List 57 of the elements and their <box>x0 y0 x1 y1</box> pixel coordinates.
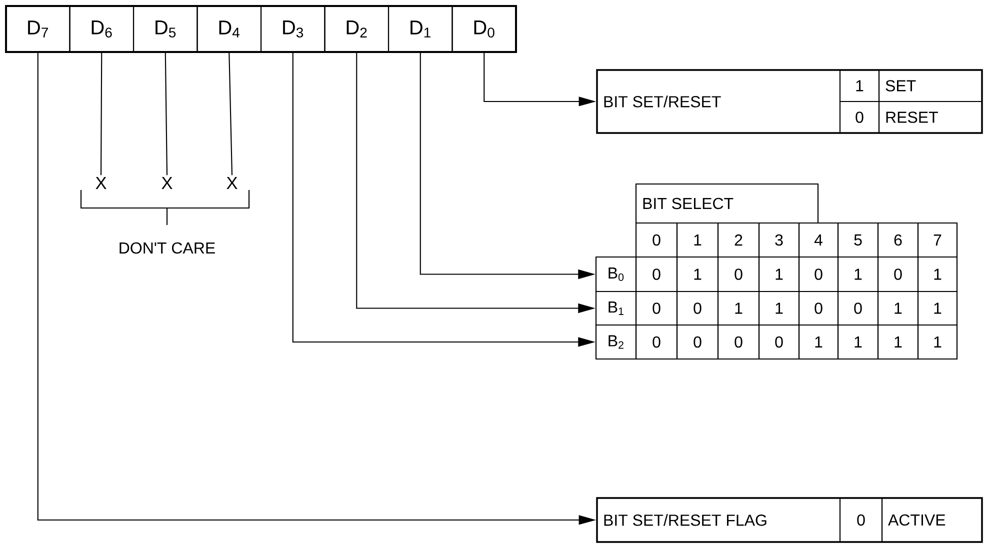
table-cell: 1 <box>717 290 760 326</box>
table-cell: 0 <box>676 290 719 326</box>
bit-cell: D$_{0}$ <box>452 5 517 53</box>
connector-line <box>100 52 102 176</box>
row-header-cell: B$_{0}$ <box>595 256 637 292</box>
bit-cell: D$_{6}$ <box>69 5 134 53</box>
table-cell: 2 <box>717 222 760 258</box>
table-cell: 7 <box>917 222 958 258</box>
dont-care-mark: X <box>162 177 172 189</box>
table-cell: 1 <box>877 290 919 326</box>
table-cell: 0 <box>798 290 839 326</box>
table-cell: ACTIVE <box>881 497 983 543</box>
table-cell: 1 <box>839 69 880 102</box>
table-cell: RESET <box>878 100 983 134</box>
table-cell: 0 <box>635 256 678 292</box>
node-label: D$_{7}$ <box>28 20 48 38</box>
table-cell: 3 <box>758 222 800 258</box>
dont-care-mark: X <box>96 177 106 189</box>
table-cell: 0 <box>839 100 880 134</box>
table-cell: 1 <box>676 222 719 258</box>
row-header-cell: B$_{1}$ <box>595 290 637 326</box>
table-header: BIT SELECT <box>635 183 819 224</box>
table-cell: 0 <box>877 256 919 292</box>
table-cell: 0 <box>717 324 760 360</box>
table-cell: SET <box>878 69 983 102</box>
table-cell: 1 <box>758 256 800 292</box>
connector-line <box>228 52 233 176</box>
table-cell: 4 <box>798 222 839 258</box>
table-cell: 1 <box>917 256 958 292</box>
table-cell: 0 <box>798 256 839 292</box>
table-cell: 1 <box>676 256 719 292</box>
table-cell: 0 <box>717 256 760 292</box>
table-cell: 1 <box>837 324 879 360</box>
table-cell: 1 <box>758 290 800 326</box>
table-cell: 0 <box>758 324 800 360</box>
table-cell: 0 <box>635 290 678 326</box>
dont-care-mark: X <box>226 177 238 189</box>
table-cell: 1 <box>917 290 958 326</box>
table-cell: 0 <box>837 290 879 326</box>
bit-cell: D$_{5}$ <box>132 5 198 53</box>
table-cell: 0 <box>676 324 719 360</box>
bit-cell: D$_{1}$ <box>388 5 453 53</box>
table-cell: 5 <box>837 222 879 258</box>
bit-cell: D$_{3}$ <box>260 5 326 53</box>
table-cell: 0 <box>635 324 678 360</box>
table-cell: 0 <box>635 222 678 258</box>
connector-line <box>164 52 168 176</box>
bit-cell: D$_{4}$ <box>196 5 262 53</box>
bit-cell: D$_{2}$ <box>324 5 390 53</box>
table-cell: 1 <box>798 324 839 360</box>
table-cell: 1 <box>837 256 879 292</box>
row-header-cell: B$_{2}$ <box>595 324 637 360</box>
table-cell: 6 <box>877 222 919 258</box>
annotation-label: DON'T CARE <box>120 242 215 254</box>
table-cell: 0 <box>839 497 883 543</box>
table-cell: 1 <box>917 324 958 360</box>
table-cell: 1 <box>877 324 919 360</box>
